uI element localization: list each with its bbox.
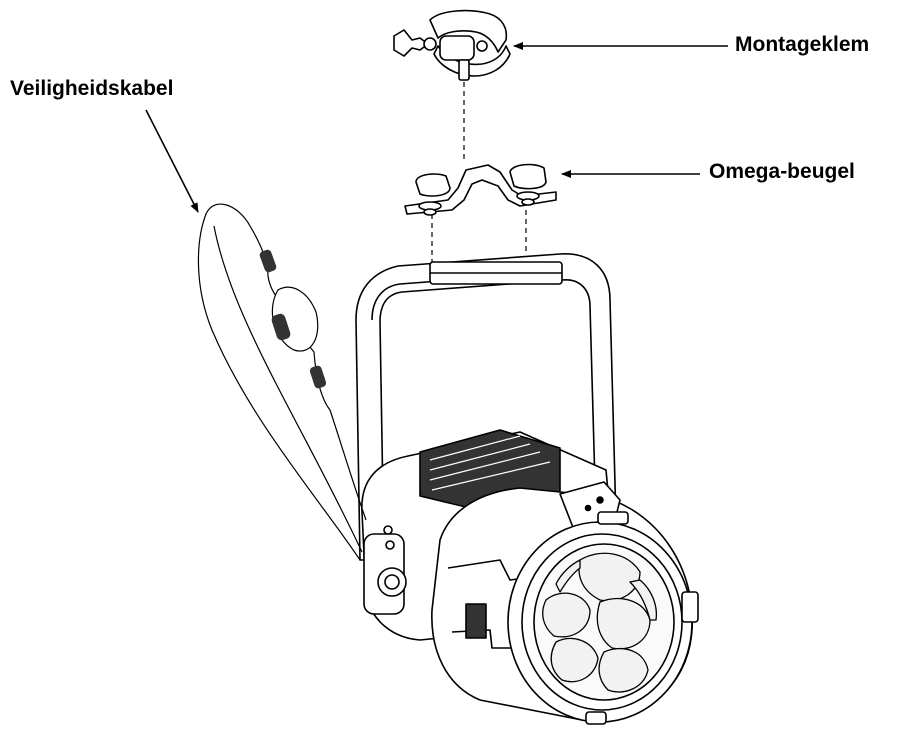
label-safety-cable: Veiligheidskabel <box>10 77 174 100</box>
yoke-knob <box>363 525 407 615</box>
label-omega-bracket: Omega-beugel <box>709 160 855 183</box>
alignment-lines <box>431 82 527 262</box>
callout-arrows <box>145 42 728 213</box>
arrow-veiligheidskabel <box>145 109 199 213</box>
mounting-clamp <box>393 9 511 81</box>
omega-bracket <box>404 163 557 216</box>
safety-cable <box>197 203 367 561</box>
fixture-body <box>361 429 699 725</box>
label-mounting-clamp: Montageklem <box>735 33 870 56</box>
